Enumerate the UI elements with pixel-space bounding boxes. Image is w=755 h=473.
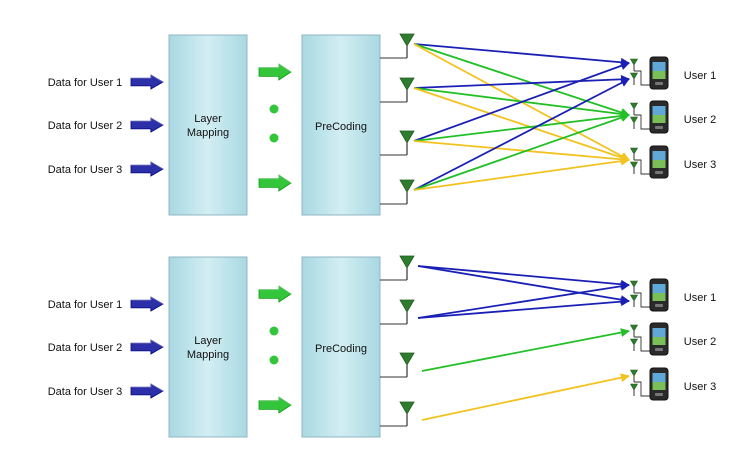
input-arrow-user-3 xyxy=(130,161,164,177)
top-link-ant3-user2 xyxy=(413,111,630,142)
bottom-link-ant3-user2 xyxy=(421,328,630,372)
bottom-link-ant2-user1-a xyxy=(417,281,630,319)
top-rx-feed-user-1 xyxy=(634,70,650,86)
bottom-user-label-3: User 3 xyxy=(684,381,716,393)
bottom-rx-antenna-user-1-b xyxy=(629,294,639,307)
top-rx-antenna-user-2-b xyxy=(629,116,639,129)
bottom-layer-arrow-1 xyxy=(258,285,292,303)
top-layer-arrow-1 xyxy=(258,63,292,81)
bottom-rx-antenna-user-1-a xyxy=(629,280,639,293)
top-phone-user-2 xyxy=(649,100,669,134)
top-tx-antenna-3 xyxy=(399,130,415,155)
input-label-user-3: Data for User 3 xyxy=(48,386,123,398)
bottom-layer-mapping-box xyxy=(168,256,248,438)
bottom-user-label-1: User 1 xyxy=(684,292,716,304)
top-rx-antenna-user-1-a xyxy=(629,58,639,71)
top-rx-antenna-user-3-b xyxy=(629,161,639,174)
top-link-ant3-user3 xyxy=(413,140,630,164)
bottom-link-ant2-user1-b xyxy=(417,297,630,319)
top-user-label-3: User 3 xyxy=(684,159,716,171)
bottom-tx-antenna-4 xyxy=(399,401,415,426)
input-label-user-2: Data for User 2 xyxy=(48,342,123,354)
input-arrow-user-3 xyxy=(130,383,164,399)
bottom-tx-antenna-2 xyxy=(399,299,415,324)
bottom-rx-feed-user-3 xyxy=(634,381,650,397)
bottom-rx-antenna-user-3-a xyxy=(629,369,639,382)
top-link-ant3-user1 xyxy=(413,61,630,142)
bottom-ellipsis-dot-1 xyxy=(269,326,279,336)
top-user-label-1: User 1 xyxy=(684,70,716,82)
bottom-tx-antenna-3 xyxy=(399,352,415,377)
bottom-ellipsis-dot-2 xyxy=(269,355,279,365)
bottom-rx-antenna-user-3-b xyxy=(629,383,639,396)
bottom-layer-arrow-2 xyxy=(258,396,292,414)
top-link-ant1-user2 xyxy=(413,43,630,117)
top-phone-user-3 xyxy=(649,145,669,179)
bottom-rx-antenna-user-2-a xyxy=(629,324,639,337)
top-link-ant2-user1 xyxy=(413,74,630,89)
top-rx-antenna-user-1-b xyxy=(629,72,639,85)
input-arrow-user-1 xyxy=(130,296,164,312)
top-link-ant4-user3 xyxy=(413,156,630,191)
top-ellipsis-dot-1 xyxy=(269,104,279,114)
top-link-ant1-user1 xyxy=(413,43,630,67)
input-arrow-user-1 xyxy=(130,74,164,90)
bottom-precoding-label: PreCoding xyxy=(315,343,367,355)
top-link-ant2-user3 xyxy=(413,87,630,162)
bottom-layer-mapping-label-line2: Mapping xyxy=(187,349,229,361)
bottom-phone-user-3 xyxy=(649,367,669,401)
top-user-label-2: User 2 xyxy=(684,114,716,126)
input-label-user-1: Data for User 1 xyxy=(48,77,123,89)
top-link-ant4-user1 xyxy=(413,78,630,191)
bottom-link-ant1-user1-b xyxy=(417,265,630,305)
input-label-user-2: Data for User 2 xyxy=(48,120,123,132)
bottom-user-label-2: User 2 xyxy=(684,336,716,348)
bottom-rx-feed-user-2 xyxy=(634,336,650,352)
top-ellipsis-dot-2 xyxy=(269,133,279,143)
bottom-rx-feed-user-1 xyxy=(634,292,650,308)
top-tx-antenna-4 xyxy=(399,179,415,204)
top-tx-antenna-1 xyxy=(399,33,415,58)
top-layer-mapping-label-line1: Layer xyxy=(194,113,222,125)
bottom-layer-mapping-label-line1: Layer xyxy=(194,335,222,347)
top-layer-mapping-box xyxy=(168,34,248,216)
bottom-phone-user-2 xyxy=(649,322,669,356)
top-precoding-box xyxy=(301,34,381,216)
top-rx-feed-user-2 xyxy=(634,114,650,130)
top-rx-feed-user-3 xyxy=(634,159,650,175)
top-layer-mapping-label-line2: Mapping xyxy=(187,127,229,139)
input-label-user-1: Data for User 1 xyxy=(48,299,123,311)
bottom-rx-antenna-user-2-b xyxy=(629,338,639,351)
bottom-link-ant1-user1-a xyxy=(417,265,630,289)
bottom-tx-antenna-1 xyxy=(399,255,415,280)
bottom-link-ant4-user3 xyxy=(421,373,630,421)
top-tx-antenna-2 xyxy=(399,77,415,102)
input-arrow-user-2 xyxy=(130,339,164,355)
bottom-phone-user-1 xyxy=(649,278,669,312)
top-link-ant4-user2 xyxy=(413,113,630,191)
top-precoding-label: PreCoding xyxy=(315,121,367,133)
top-rx-antenna-user-3-a xyxy=(629,147,639,160)
bottom-precoding-box xyxy=(301,256,381,438)
input-arrow-user-2 xyxy=(130,117,164,133)
top-phone-user-1 xyxy=(649,56,669,90)
top-layer-arrow-2 xyxy=(258,174,292,192)
top-rx-antenna-user-2-a xyxy=(629,102,639,115)
input-label-user-3: Data for User 3 xyxy=(48,164,123,176)
